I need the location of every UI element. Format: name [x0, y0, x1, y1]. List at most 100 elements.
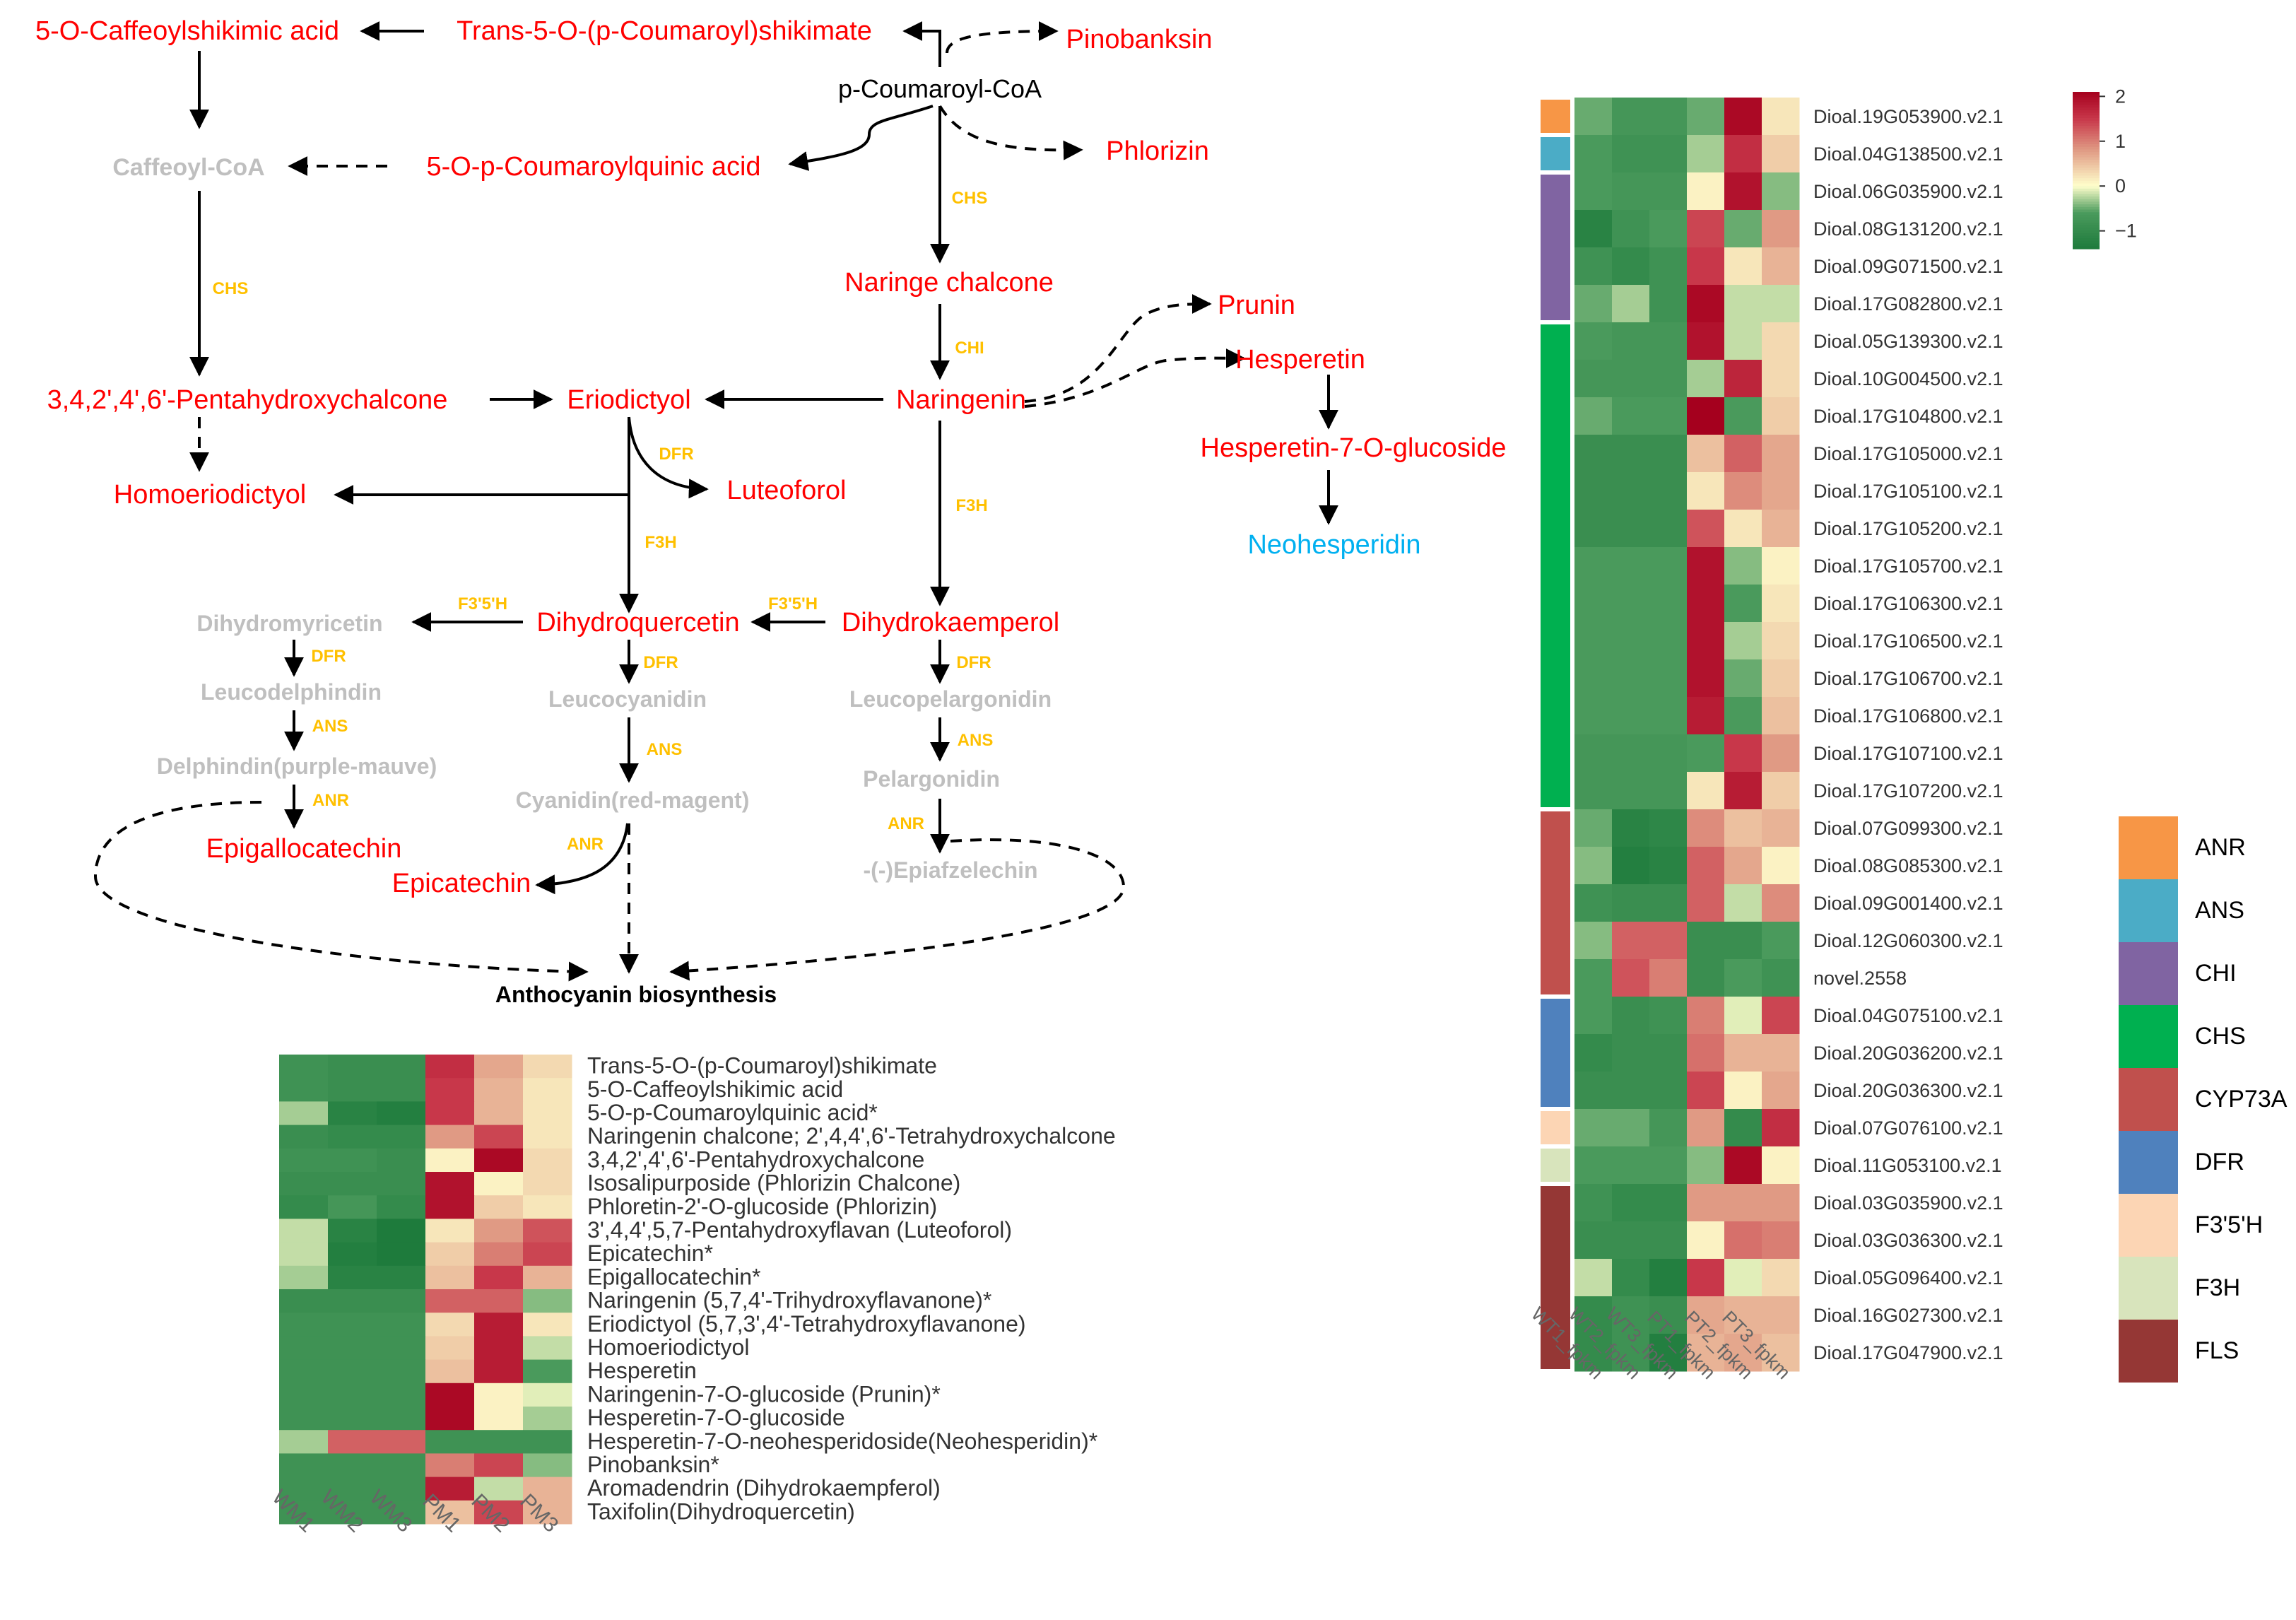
compound-dihydromyricetin: Dihydromyricetin [196, 611, 382, 636]
heatmap-cell [1762, 772, 1800, 810]
heatmap-cell [1612, 659, 1650, 698]
metabolite-heatmap: Trans-5-O-(p-Coumaroyl)shikimate5-O-Caff… [268, 1053, 1116, 1537]
heatmap-cell [1649, 659, 1688, 698]
legend-label: CHS [2195, 1023, 2246, 1050]
heatmap-cell [1724, 135, 1762, 173]
heatmap-cell [1724, 772, 1762, 810]
heatmap-cell [328, 1453, 377, 1478]
heatmap-cell [1724, 510, 1762, 548]
heatmap-cell [474, 1289, 524, 1313]
heatmap-cell [1687, 1334, 1725, 1372]
heatmap-cell [1612, 1034, 1650, 1072]
heatmap-cell [1687, 884, 1725, 922]
heatmap-cell [377, 1101, 426, 1126]
heatmap-cell [1724, 435, 1762, 473]
heatmap-cell [1574, 659, 1613, 698]
heatmap-cell [377, 1172, 426, 1196]
metabolite-label: Taxifolin(Dihydroquercetin) [587, 1498, 855, 1524]
heatmap-cell [1574, 734, 1613, 773]
gene-label: Dioal.17G107200.v2.1 [1813, 780, 2003, 802]
heatmap-cell [1574, 622, 1613, 660]
heatmap-cell [1612, 1146, 1650, 1185]
enzyme-label: DFR [643, 653, 678, 672]
heatmap-cell [1687, 285, 1725, 323]
heatmap-cell [523, 1383, 572, 1407]
heatmap-cell [425, 1289, 475, 1313]
heatmap-cell [523, 1289, 572, 1313]
heatmap-cell [1687, 322, 1725, 360]
heatmap-cell [279, 1383, 329, 1407]
heatmap-cell [1612, 772, 1650, 810]
heatmap-cell [474, 1172, 524, 1196]
heatmap-cell [279, 1407, 329, 1431]
metabolite-label: Hesperetin [587, 1358, 697, 1383]
gene-label: Dioal.12G060300.v2.1 [1813, 930, 2003, 951]
scale-swatch [2073, 128, 2100, 132]
heatmap-cell [474, 1242, 524, 1267]
heatmap-cell [425, 1477, 475, 1501]
heatmap-cell [1724, 922, 1762, 960]
heatmap-cell [523, 1242, 572, 1267]
heatmap-cell [1574, 172, 1613, 211]
scale-swatch [2073, 136, 2100, 140]
scale-swatch [2073, 170, 2100, 174]
heatmap-cell [474, 1500, 524, 1525]
scale-swatch [2073, 230, 2100, 234]
scale-swatch [2073, 212, 2100, 216]
heatmap-cell [1687, 734, 1725, 773]
compound-caffeoylshikimic: 5-O-Caffeoylshikimic acid [35, 16, 339, 46]
scale-tick-label: 2 [2115, 86, 2126, 107]
scale-swatch [2073, 206, 2100, 211]
gene-label: Dioal.05G096400.v2.1 [1813, 1267, 2003, 1289]
enzyme-label: ANR [567, 835, 604, 854]
heatmap-cell [523, 1055, 572, 1079]
scale-swatch [2073, 126, 2100, 129]
scale-swatch [2073, 201, 2100, 205]
heatmap-cell [328, 1336, 377, 1361]
heatmap-cell [474, 1383, 524, 1407]
gene-expression-heatmap: Dioal.19G053900.v2.1Dioal.04G138500.v2.1… [1527, 98, 2003, 1383]
heatmap-cell [1762, 1334, 1800, 1372]
pathway-enzymes: CHS CHS CHI DFR F3H F3H F3'5'H F3'5'H DF… [213, 189, 994, 854]
gene-label: Dioal.17G106300.v2.1 [1813, 593, 2003, 614]
gene-label: Dioal.08G085300.v2.1 [1813, 855, 2003, 876]
enzyme-label: F3'5'H [458, 594, 507, 614]
heatmap-cell [1724, 1184, 1762, 1222]
heatmap-cell [523, 1148, 572, 1173]
heatmap-cell [1649, 135, 1688, 173]
scale-swatch [2073, 162, 2100, 166]
heatmap-cell [1574, 959, 1613, 997]
heatmap-cell [377, 1313, 426, 1337]
legend-swatch [2119, 1005, 2178, 1068]
heatmap-cell [523, 1172, 572, 1196]
heatmap-cell [1574, 322, 1613, 360]
heatmap-cell [1724, 884, 1762, 922]
compound-naringenin: Naringenin [896, 385, 1026, 415]
heatmap-cell [1687, 585, 1725, 623]
compound-hesperetin-glucoside: Hesperetin-7-O-glucoside [1201, 433, 1507, 463]
heatmap-cell [1612, 959, 1650, 997]
heatmap-cell [1687, 360, 1725, 398]
metabolite-label: 3',4,4',5,7-Pentahydroxyflavan (Luteofor… [587, 1217, 1012, 1243]
gene-label: Dioal.04G138500.v2.1 [1813, 143, 2003, 165]
heatmap-cell [1612, 1221, 1650, 1260]
heatmap-cell [1762, 1146, 1800, 1185]
enzyme-label: F3'5'H [768, 594, 818, 614]
heatmap-cell [279, 1289, 329, 1313]
compound-pelargonidin: Pelargonidin [863, 766, 1000, 792]
scale-swatch [2073, 199, 2100, 202]
heatmap-cell [474, 1453, 524, 1478]
heatmap-cell [1574, 547, 1613, 585]
heatmap-cell [328, 1430, 377, 1454]
heatmap-cell [279, 1242, 329, 1267]
heatmap-cell [1649, 247, 1688, 286]
heatmap-cell [328, 1265, 377, 1290]
heatmap-cell [474, 1313, 524, 1337]
heatmap-cell [425, 1500, 475, 1525]
heatmap-cell [1762, 659, 1800, 698]
scale-swatch [2073, 141, 2100, 145]
heatmap-cell [1574, 772, 1613, 810]
legend-label: CHI [2195, 960, 2237, 987]
heatmap-cell [279, 1313, 329, 1337]
